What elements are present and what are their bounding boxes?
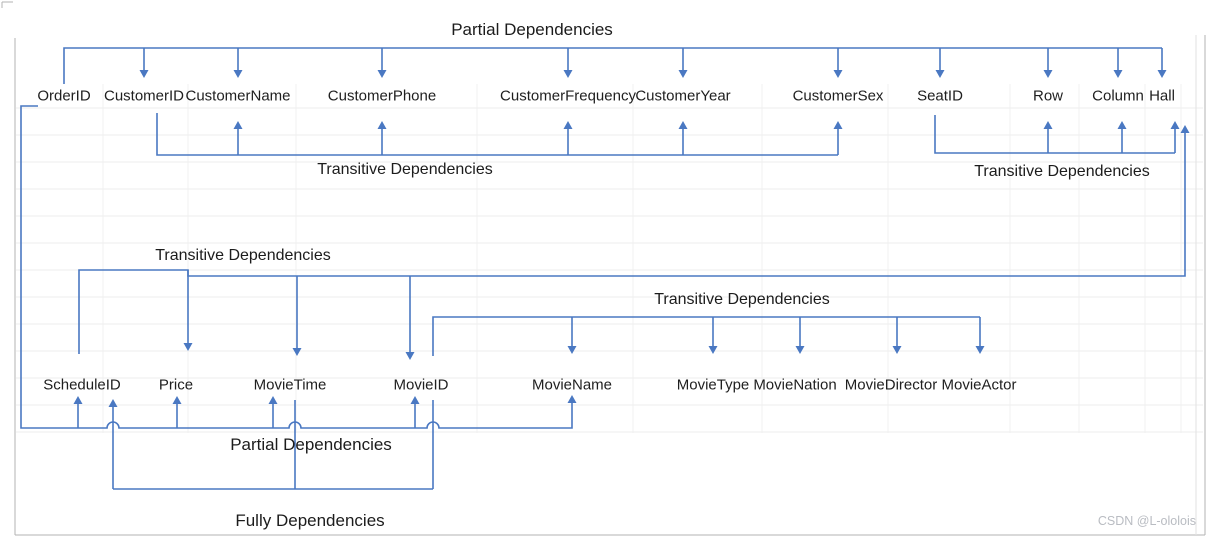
attribute-MovieNation: MovieNation	[753, 376, 837, 394]
partial-top-arrow-CustomerSex-head	[833, 70, 843, 78]
attribute-ScheduleID: ScheduleID	[43, 376, 121, 394]
transitive-customer-arrow-CustomerPhone-head	[377, 121, 387, 129]
transitive-movie-arrow-MovieNation-head	[795, 346, 805, 354]
attribute-Price: Price	[158, 376, 194, 394]
partial-bottom-arrow-ScheduleID-head	[73, 396, 83, 404]
label-transitive-dependencies-customer: Transitive Dependencies	[317, 161, 493, 178]
transitive-movie-arrow-MovieActor-head	[975, 346, 985, 354]
fully-arrow-ScheduleID-head	[108, 399, 118, 407]
label-transitive-dependencies-seat: Transitive Dependencies	[974, 163, 1150, 180]
transitive-movie-line	[432, 316, 980, 356]
watermark-text: CSDN @L-ololois	[1097, 514, 1196, 528]
partial-top-arrow-Column-head	[1113, 70, 1123, 78]
label-partial-dependencies-top: Partial Dependencies	[451, 20, 613, 39]
attribute-MovieDirector: MovieDirector	[844, 376, 938, 394]
attribute-CustomerID: CustomerID	[103, 87, 185, 105]
transitive-customer-arrow-CustomerFrequency-head	[563, 121, 573, 129]
partial-bottom-arrow-MovieTime-head	[268, 396, 278, 404]
transitive-seat-arrow-Column-head	[1117, 121, 1127, 129]
attribute-OrderID: OrderID	[37, 87, 91, 105]
attribute-MovieActor: MovieActor	[941, 376, 1017, 394]
partial-top-arrow-CustomerID-head	[139, 70, 149, 78]
partial-top-line	[63, 47, 1162, 84]
partial-top-arrow-CustomerYear-head	[678, 70, 688, 78]
label-transitive-dependencies-schedule: Transitive Dependencies	[155, 247, 331, 264]
label-transitive-dependencies-movie: Transitive Dependencies	[654, 291, 830, 308]
transitive-seat-line	[934, 115, 1175, 154]
partial-bottom-arrow-MovieName-head	[567, 395, 577, 403]
attribute-MovieID: MovieID	[393, 376, 449, 394]
transitive-customer-arrow-CustomerName-head	[233, 121, 243, 129]
attribute-Column: Column	[1092, 87, 1144, 105]
transitive-movie-arrow-MovieType-head	[708, 346, 718, 354]
partial-top-arrow-CustomerFrequency-head	[563, 70, 573, 78]
attribute-MovieName: MovieName	[531, 376, 613, 394]
transitive-schedule-arrow-MovieID-head	[405, 352, 415, 360]
transitive-movie-arrow-MovieDirector-head	[892, 346, 902, 354]
transitive-schedule-arrow-Hall-head	[1180, 125, 1190, 133]
transitive-movie-arrow-MovieName-head	[567, 346, 577, 354]
attribute-CustomerSex: CustomerSex	[792, 87, 884, 105]
partial-top-arrow-Row-head	[1043, 70, 1053, 78]
attribute-MovieType: MovieType	[676, 376, 750, 394]
attribute-CustomerFrequency: CustomerFrequency	[500, 87, 636, 105]
partial-bottom-arrow-Price-head	[172, 396, 182, 404]
partial-bottom-arrow-MovieID-head	[410, 396, 420, 404]
partial-top-arrow-SeatID-head	[935, 70, 945, 78]
attribute-SeatID: SeatID	[917, 87, 963, 105]
partial-top-arrow-CustomerPhone-head	[377, 70, 387, 78]
transitive-customer-arrow-CustomerYear-head	[678, 121, 688, 129]
transitive-schedule-arrow-Price-head	[183, 343, 193, 351]
partial-top-arrow-CustomerName-head	[233, 70, 243, 78]
partial-top-arrow-Hall-head	[1157, 70, 1167, 78]
transitive-schedule-arrow-MovieTime-head	[292, 348, 302, 356]
label-fully-dependencies: Fully Dependencies	[235, 511, 385, 530]
attribute-Hall: Hall	[1149, 87, 1175, 105]
attribute-CustomerYear: CustomerYear	[635, 87, 731, 105]
attribute-CustomerPhone: CustomerPhone	[327, 87, 437, 105]
attribute-MovieTime: MovieTime	[253, 376, 327, 394]
attribute-Row: Row	[1032, 87, 1064, 105]
transitive-seat-arrow-Hall-head	[1170, 121, 1180, 129]
transitive-seat-arrow-Row-head	[1043, 121, 1053, 129]
attribute-CustomerName: CustomerName	[185, 87, 291, 105]
partial-bottom-line	[20, 105, 573, 429]
label-partial-dependencies-bottom: Partial Dependencies	[230, 435, 392, 454]
transitive-customer-line	[156, 113, 838, 156]
transitive-customer-arrow-CustomerSex-head	[833, 121, 843, 129]
